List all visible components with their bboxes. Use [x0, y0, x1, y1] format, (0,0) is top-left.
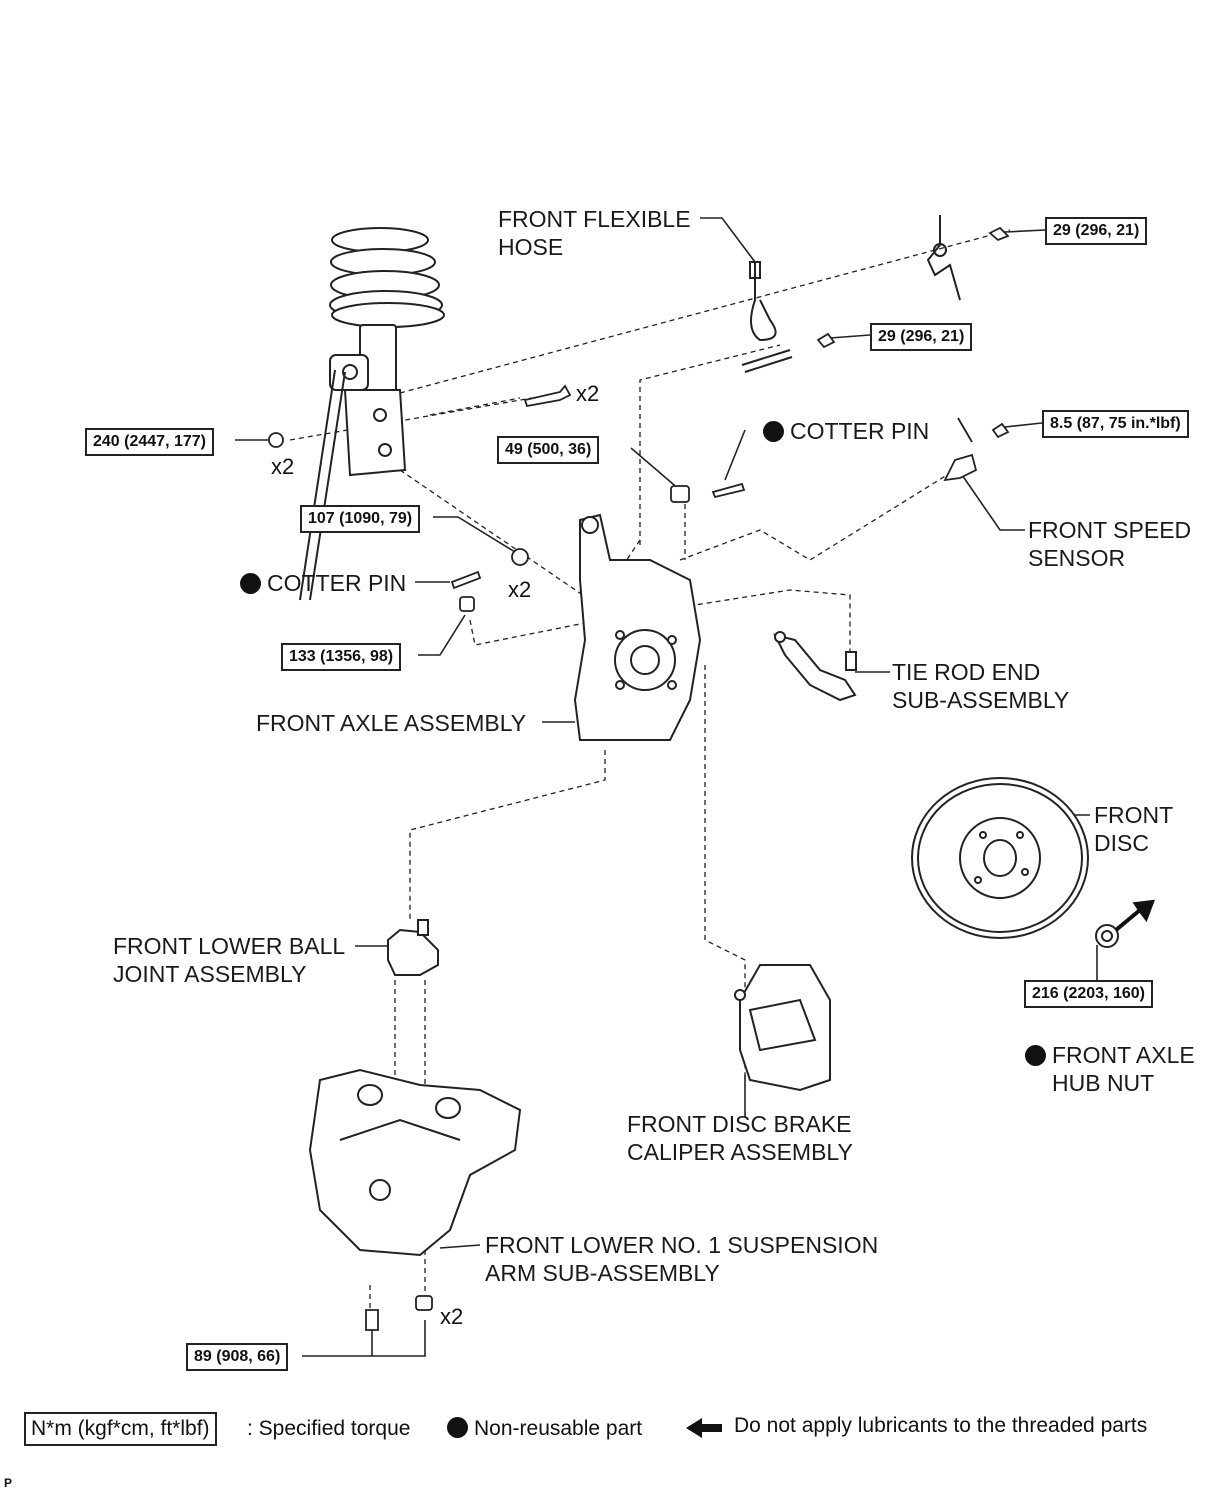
label-front-axle-hub-nut-text: FRONT AXLE: [1052, 1042, 1195, 1068]
label-cotter-pin-left-text: COTTER PIN: [267, 570, 407, 596]
ball-joint-shape: [387, 919, 439, 976]
label-cotter-pin-left: COTTER PIN: [240, 569, 406, 597]
nut-240-shape: [268, 432, 284, 448]
nut-133-shape: [459, 596, 475, 612]
label-front-lower-ball-joint-1: FRONT LOWER BALL: [113, 933, 346, 959]
nut-89-shape: [415, 1295, 433, 1311]
torque-box-29-lower: 29 (296, 21): [870, 323, 973, 351]
caliper-shape: [734, 964, 831, 1092]
label-front-disc-brake-caliper-2: CALIPER ASSEMBLY: [627, 1139, 853, 1165]
torque-box-49: 49 (500, 36): [497, 436, 600, 464]
front-disc-shape: [911, 777, 1089, 939]
label-front-speed-sensor-1: FRONT SPEED: [1028, 517, 1192, 543]
torque-box-240: 240 (2447, 177): [85, 428, 214, 456]
multiplier-bolt-upper: x2: [576, 381, 600, 406]
torque-box-89: 89 (908, 66): [186, 1343, 289, 1371]
multiplier-bolt-107: x2: [508, 577, 532, 602]
label-front-lower-arm-2: ARM SUB-ASSEMBLY: [485, 1260, 720, 1286]
nut-49-shape: [670, 485, 690, 503]
torque-box-29-upper: 29 (296, 21): [1045, 217, 1148, 245]
torque-box-8-5: 8.5 (87, 75 in.*lbf): [1042, 410, 1189, 438]
label-front-flexible-hose-1: FRONT FLEXIBLE: [498, 206, 691, 232]
bolt-29b-shape: [816, 332, 836, 349]
bolt-89-shape: [365, 1309, 379, 1331]
label-front-lower-ball-joint-2: JOINT ASSEMBLY: [113, 961, 307, 987]
label-front-axle-hub-nut-2: HUB NUT: [1052, 1070, 1155, 1096]
nonreusable-dot-icon: [763, 421, 784, 442]
label-front-lower-arm-1: FRONT LOWER NO. 1 SUSPENSION: [485, 1232, 879, 1258]
label-front-disc-2: DISC: [1094, 830, 1149, 856]
tie-rod-end-shape: [773, 631, 857, 702]
bolt-x2-shape: [523, 384, 572, 408]
front-flexible-hose-shape: [741, 261, 793, 373]
legend-nonreusable: Non-reusable part: [447, 1416, 642, 1442]
legend-torque-text: : Specified torque: [247, 1417, 411, 1440]
legend-arrow-text: Do not apply lubricants to the threaded …: [734, 1414, 1148, 1437]
multiplier-bottom: x2: [440, 1304, 464, 1329]
label-front-axle-hub-nut-1: FRONT AXLE: [1025, 1041, 1195, 1069]
multiplier-nut-240: x2: [271, 454, 295, 479]
torque-box-107: 107 (1090, 79): [300, 505, 421, 533]
no-lube-arrow-icon: [1114, 899, 1156, 932]
label-tie-rod-end-1: TIE ROD END: [892, 659, 1041, 685]
cotter-pin-upper-shape: [711, 482, 746, 499]
bolt-29a-shape: [988, 226, 1010, 242]
lower-arm-shape: [308, 1068, 522, 1257]
cotter-pin-left-shape: [450, 570, 482, 590]
torque-box-216: 216 (2203, 160): [1024, 980, 1153, 1008]
legend-arrow-icon: [686, 1418, 722, 1438]
label-front-axle-assembly: FRONT AXLE ASSEMBLY: [256, 710, 527, 736]
nonreusable-dot-icon: [447, 1417, 468, 1438]
label-tie-rod-end-2: SUB-ASSEMBLY: [892, 687, 1070, 713]
label-front-disc-brake-caliper-1: FRONT DISC BRAKE: [627, 1111, 852, 1137]
label-cotter-pin-upper: COTTER PIN: [763, 417, 929, 445]
strut-assembly: [299, 227, 445, 601]
bolt-107-shape: [511, 548, 529, 566]
legend-torque-unit-box: N*m (kgf*cm, ft*lbf): [24, 1412, 217, 1446]
legend-nonreusable-text: Non-reusable part: [474, 1417, 643, 1440]
torque-box-133: 133 (1356, 98): [281, 643, 402, 671]
label-front-speed-sensor-2: SENSOR: [1028, 545, 1126, 571]
nonreusable-dot-icon: [1025, 1045, 1046, 1066]
label-front-disc-1: FRONT: [1094, 802, 1174, 828]
footer-code: P: [4, 1476, 13, 1490]
sensor-pin-shape: [957, 417, 973, 443]
nonreusable-dot-icon: [240, 573, 261, 594]
knuckle-shape: [573, 513, 702, 741]
label-front-flexible-hose-2: HOSE: [498, 234, 564, 260]
bolt-85-shape: [991, 422, 1010, 439]
label-cotter-pin-upper-text: COTTER PIN: [790, 418, 930, 444]
speed-sensor-shape: [943, 453, 978, 482]
brake-line-bracket: [926, 215, 961, 301]
hub-nut-shape: [1095, 924, 1119, 948]
